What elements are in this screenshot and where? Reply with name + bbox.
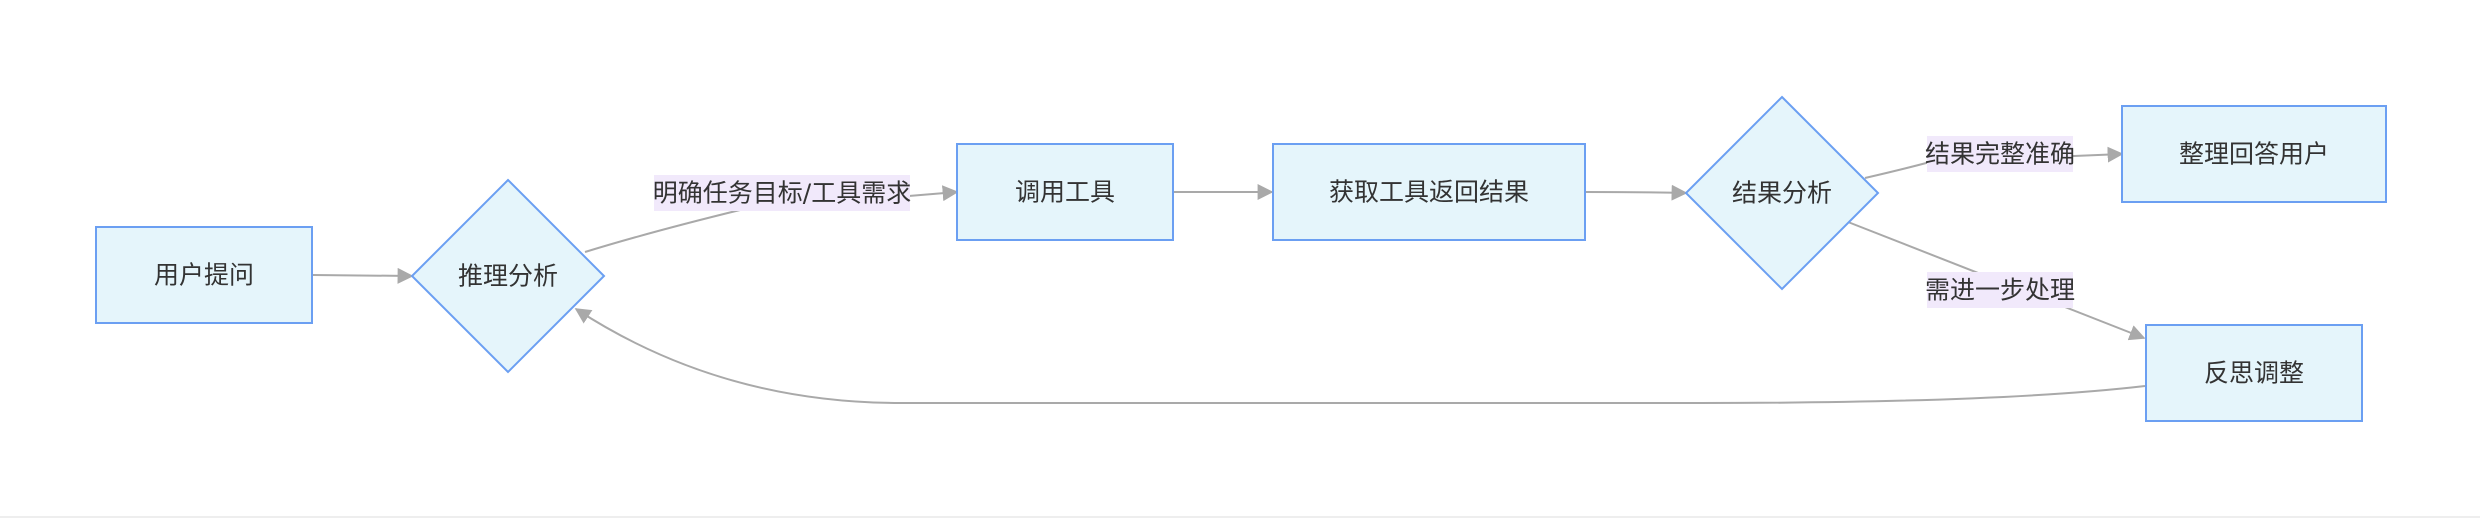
node-answer-user[interactable]: 整理回答用户: [2121, 105, 2387, 203]
node-user-question[interactable]: 用户提问: [95, 226, 313, 324]
node-reflect[interactable]: 反思调整: [2145, 324, 2363, 422]
node-result-analysis-label: 结果分析: [1732, 179, 1832, 208]
edge-label-result-complete-text: 结果完整准确: [1925, 140, 2075, 169]
node-get-result-label: 获取工具返回结果: [1329, 178, 1529, 207]
bottom-divider: [0, 516, 2480, 518]
node-reasoning-label: 推理分析: [458, 262, 558, 291]
edge-get-result-to-analysis: [1584, 184, 1688, 201]
edge-label-clarify-goal: 明确任务目标/工具需求: [653, 175, 911, 211]
edge-label-need-more: 需进一步处理: [1925, 272, 2075, 308]
edge-label-need-more-text: 需进一步处理: [1925, 276, 2075, 305]
node-answer-user-label: 整理回答用户: [2179, 140, 2329, 169]
node-reasoning[interactable]: 推理分析: [410, 178, 606, 374]
node-reflect-label: 反思调整: [2204, 359, 2304, 388]
edge-reflect-to-reasoning: [574, 308, 2146, 404]
node-user-question-label: 用户提问: [154, 261, 254, 290]
node-call-tool[interactable]: 调用工具: [956, 143, 1174, 241]
edge-label-clarify-goal-text: 明确任务目标/工具需求: [653, 179, 911, 208]
edge-reasoning-to-call-tool: [584, 185, 959, 253]
node-result-analysis[interactable]: 结果分析: [1684, 95, 1880, 291]
node-get-result[interactable]: 获取工具返回结果: [1272, 143, 1586, 241]
node-call-tool-label: 调用工具: [1015, 178, 1115, 207]
edge-user-to-reasoning: [312, 267, 414, 284]
edge-label-result-complete: 结果完整准确: [1925, 136, 2075, 172]
